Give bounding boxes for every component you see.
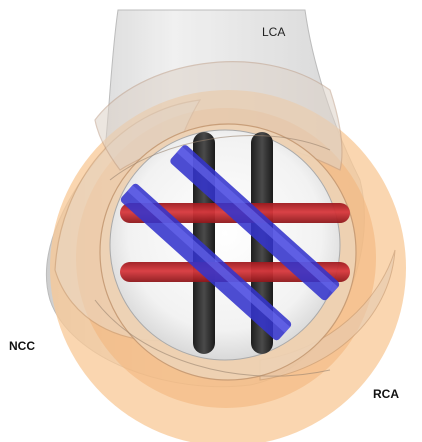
label-ncc: NCC: [9, 339, 35, 353]
label-rca: RCA: [373, 387, 399, 401]
label-lca: LCA: [262, 25, 285, 39]
valve-lumen: [110, 130, 340, 360]
